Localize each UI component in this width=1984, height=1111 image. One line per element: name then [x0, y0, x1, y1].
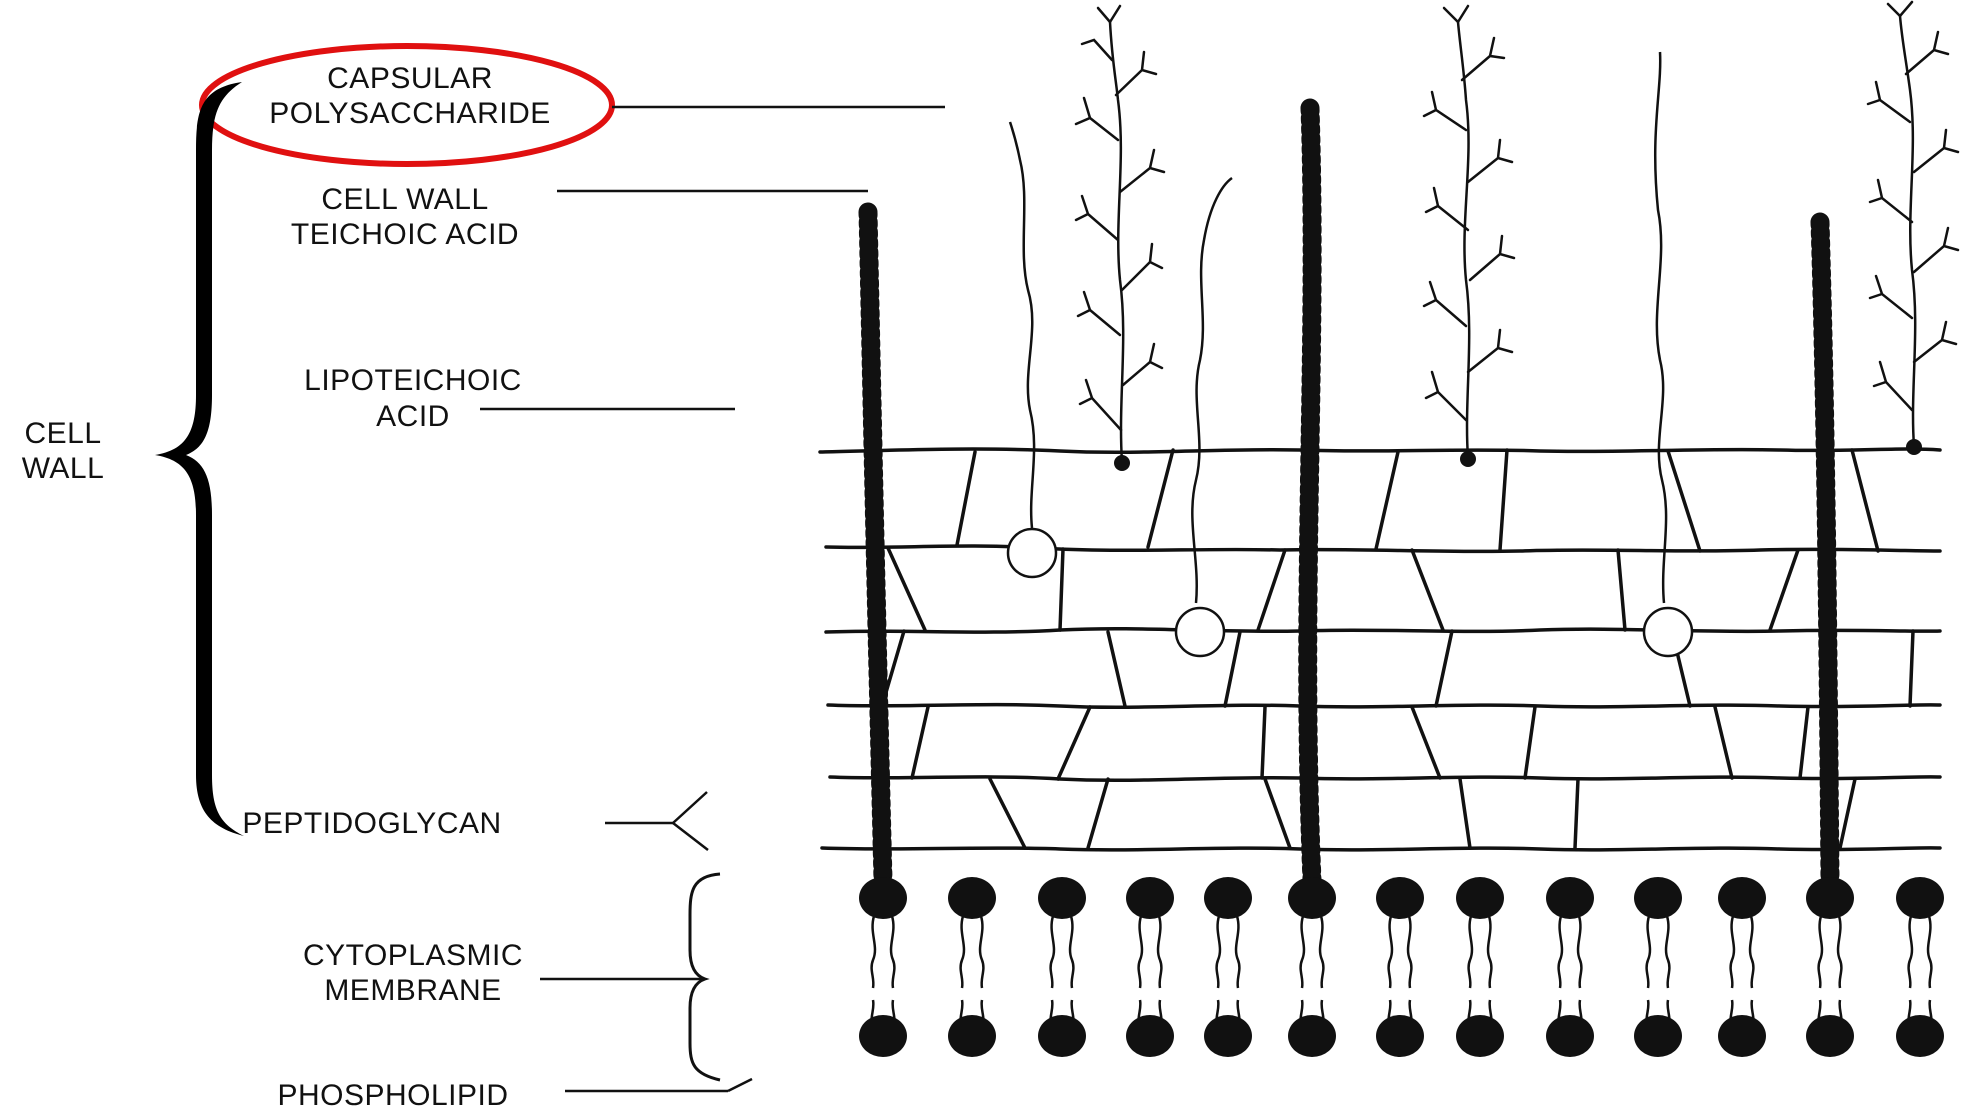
cellwall-label-line1: CELL	[24, 417, 101, 450]
capsular-label-line2: POLYSACCHARIDE	[269, 97, 551, 130]
phospholipid	[1376, 877, 1424, 1057]
lta-chain	[1655, 52, 1666, 603]
cellwall-label-line2: WALL	[22, 452, 105, 485]
lta-chain	[1192, 178, 1232, 603]
lipid-head	[1718, 1015, 1766, 1057]
lta-chain	[1010, 122, 1034, 528]
lta-glycolipid-ring	[1008, 529, 1056, 577]
phospholipid	[1634, 877, 1682, 1057]
phospholipid	[1546, 877, 1594, 1057]
lipid-head	[948, 877, 996, 919]
lta-glycolipid-ring	[1644, 608, 1692, 656]
lipid-head	[1038, 877, 1086, 919]
lta-label-line1: LIPOTEICHOIC	[304, 364, 522, 397]
lipid-head	[1634, 1015, 1682, 1057]
peptide-crossbridges	[882, 450, 1913, 848]
lipid-head	[1376, 877, 1424, 919]
capsular-label-line1: CAPSULAR	[327, 62, 493, 95]
teichoic-acid-chain	[1308, 108, 1312, 880]
capsular-polysaccharide-chain	[1424, 6, 1514, 467]
capsular-polysaccharide-chain	[1868, 2, 1958, 455]
peptidoglycan-label: PEPTIDOGLYCAN	[242, 807, 501, 840]
peptidoglycan-layer	[820, 449, 1940, 850]
phospholipid	[1038, 877, 1086, 1057]
lipid-head	[1038, 1015, 1086, 1057]
peptidoglycan-fork	[673, 792, 708, 850]
lipid-head	[948, 1015, 996, 1057]
cyto-label-line2: MEMBRANE	[324, 974, 501, 1007]
lipid-head	[1806, 1015, 1854, 1057]
lipid-head	[1634, 877, 1682, 919]
lipid-head	[1456, 1015, 1504, 1057]
cwta-label-line2: TEICHOIC ACID	[291, 218, 519, 251]
lipid-head	[1896, 877, 1944, 919]
peptidoglycan-strand	[826, 546, 1940, 552]
membrane-brace	[690, 874, 720, 1080]
peptidoglycan-strand	[820, 449, 1940, 452]
lipid-head	[859, 877, 907, 919]
phospholipid	[948, 877, 996, 1057]
peptidoglycan-strand	[822, 848, 1940, 850]
phospholipid	[1806, 877, 1854, 1057]
lta-glycolipid-ring	[1176, 608, 1224, 656]
lipid-head	[1896, 1015, 1944, 1057]
phospholipid	[1718, 877, 1766, 1057]
lipid-head	[1718, 877, 1766, 919]
phospholipid	[1204, 877, 1252, 1057]
phospholipid-label: PHOSPHOLIPID	[277, 1079, 508, 1111]
lipid-head	[1204, 1015, 1252, 1057]
phospholipid	[1456, 877, 1504, 1057]
cell-wall-brace	[155, 82, 244, 836]
phospholipid	[1896, 877, 1944, 1057]
lipid-head	[1546, 877, 1594, 919]
teichoic-acid-chain	[868, 212, 883, 880]
lipid-head	[1204, 877, 1252, 919]
peptidoglycan-strand	[828, 705, 1940, 708]
lipid-head	[1806, 877, 1854, 919]
lipid-head	[1288, 1015, 1336, 1057]
lipoteichoic-acids	[1008, 52, 1692, 656]
capsular-polysaccharide-chain	[1076, 6, 1164, 471]
phospholipid	[859, 877, 907, 1057]
phospholipid	[1126, 877, 1174, 1057]
teichoic-acids	[868, 108, 1830, 880]
labels: CAPSULAR POLYSACCHARIDE CELL WALL TEICHO…	[22, 62, 551, 1111]
lipid-head	[1376, 1015, 1424, 1057]
teichoic-acid-chain	[1820, 222, 1830, 880]
lta-label-line2: ACID	[376, 400, 450, 433]
lipid-head	[859, 1015, 907, 1057]
lipid-head	[1288, 877, 1336, 919]
peptidoglycan-strand	[826, 629, 1940, 632]
cwta-label-line1: CELL WALL	[321, 183, 488, 216]
phospholipid-tick	[728, 1079, 752, 1091]
cyto-label-line1: CYTOPLASMIC	[303, 939, 523, 972]
phospholipid	[1288, 877, 1336, 1057]
lipid-head	[1126, 1015, 1174, 1057]
peptidoglycan-strand	[830, 777, 1940, 780]
phospholipid-bilayer	[859, 877, 1944, 1057]
lipid-head	[1456, 877, 1504, 919]
lipid-head	[1546, 1015, 1594, 1057]
lipid-head	[1126, 877, 1174, 919]
